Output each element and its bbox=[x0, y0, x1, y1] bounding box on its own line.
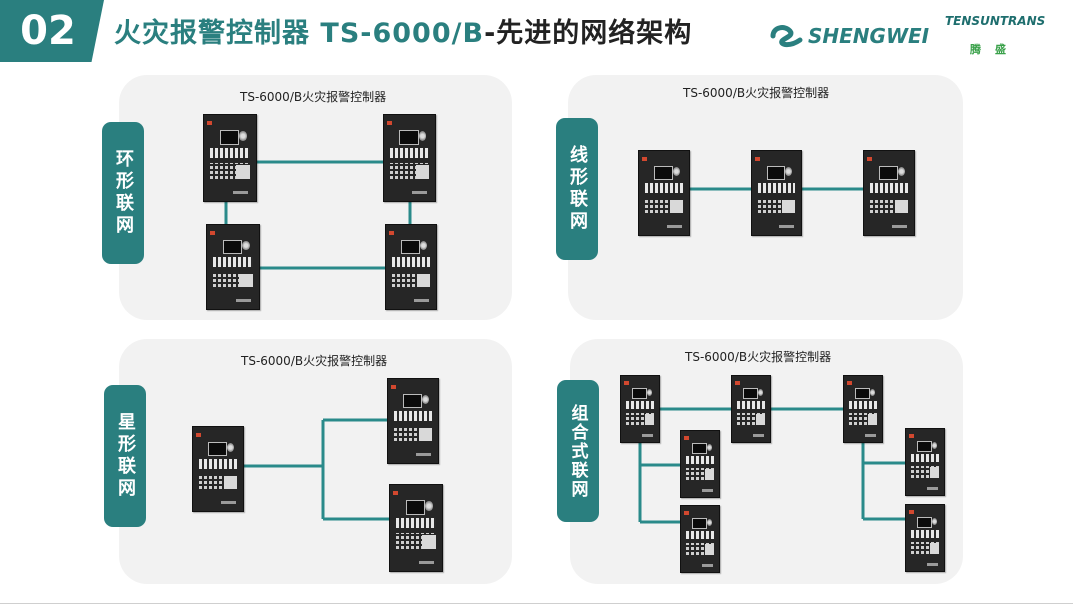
fire-alarm-controller-icon bbox=[863, 150, 915, 236]
tab-star-network: 星形联网 bbox=[104, 385, 146, 527]
fire-alarm-controller-icon bbox=[731, 375, 771, 443]
title-part2: -先进的网络架构 bbox=[484, 18, 693, 49]
fire-alarm-controller-icon bbox=[905, 428, 945, 496]
fire-alarm-controller-icon bbox=[206, 224, 260, 310]
panel-star bbox=[119, 339, 512, 584]
fire-alarm-controller-icon bbox=[751, 150, 802, 236]
caption-combined: TS-6000/B火灾报警控制器 bbox=[685, 350, 832, 364]
fire-alarm-controller-icon bbox=[203, 114, 257, 202]
page-title: 火灾报警控制器 TS-6000/B-先进的网络架构 bbox=[114, 14, 692, 54]
fire-alarm-controller-icon bbox=[385, 224, 437, 310]
ring-connections bbox=[224, 160, 412, 270]
caption-line: TS-6000/B火灾报警控制器 bbox=[683, 86, 830, 100]
fire-alarm-controller-icon bbox=[387, 378, 439, 464]
title-model: TS-6000/B bbox=[320, 18, 485, 49]
tensuntrans-logo-cn: 腾盛 bbox=[970, 43, 1020, 56]
shengwei-logo-icon bbox=[770, 25, 803, 48]
caption-ring: TS-6000/B火灾报警控制器 bbox=[240, 90, 387, 104]
tensuntrans-logo: TENSUNTRANS 腾盛 bbox=[945, 14, 1045, 64]
shengwei-logo: SHENGWEI bbox=[770, 22, 930, 52]
fire-alarm-controller-icon bbox=[383, 114, 436, 202]
tensuntrans-logo-en: TENSUNTRANS bbox=[945, 14, 1046, 28]
fire-alarm-controller-icon bbox=[620, 375, 660, 443]
fire-alarm-controller-icon bbox=[905, 504, 945, 572]
tab-ring-network: 环形联网 bbox=[102, 122, 144, 264]
fire-alarm-controller-icon bbox=[843, 375, 883, 443]
caption-star: TS-6000/B火灾报警控制器 bbox=[241, 354, 388, 368]
star-connections bbox=[244, 418, 389, 521]
section-number: 02 bbox=[20, 8, 76, 54]
shengwei-logo-text: SHENGWEI bbox=[808, 24, 930, 48]
fire-alarm-controller-icon bbox=[638, 150, 690, 236]
fire-alarm-controller-icon bbox=[680, 505, 720, 573]
panel-ring bbox=[119, 75, 512, 320]
section-badge-shape bbox=[0, 0, 104, 62]
tab-combined-network: 组合式联网 bbox=[557, 380, 599, 522]
footer-divider bbox=[0, 603, 1073, 604]
tab-line-network: 线形联网 bbox=[556, 118, 598, 260]
fire-alarm-controller-icon bbox=[389, 484, 443, 572]
combined-connections bbox=[638, 407, 905, 524]
fire-alarm-controller-icon bbox=[680, 430, 720, 498]
fire-alarm-controller-icon bbox=[192, 426, 244, 512]
title-part1: 火灾报警控制器 bbox=[114, 18, 321, 49]
